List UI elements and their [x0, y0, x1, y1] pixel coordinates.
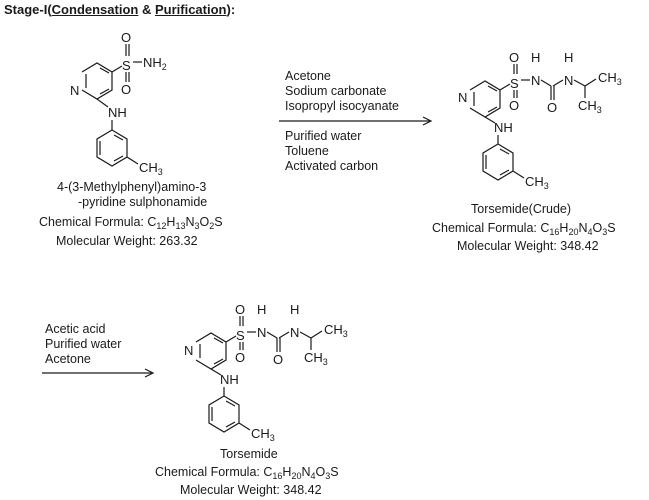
title-condensation: Condensation: [51, 2, 139, 17]
compound-1-sulfur: S: [122, 58, 131, 73]
compound-2-pyridine-n: N: [458, 90, 467, 105]
step-2-reagent-3: Acetone: [45, 352, 91, 366]
step-2-reagent-1: Acetic acid: [45, 322, 105, 336]
compound-3-h2: H: [290, 302, 299, 317]
compound-2-ch3-a: CH3: [598, 70, 622, 87]
compound-3-n1: N: [257, 325, 266, 340]
compound-3-pyridine-n: N: [184, 343, 193, 358]
compound-2-oxygen-carbonyl: O: [547, 100, 557, 115]
title-prefix: Stage-I(: [4, 2, 52, 17]
compound-2-h1: H: [531, 50, 540, 65]
compound-3-ch3-b: CH3: [304, 350, 328, 367]
compound-3-name: Torsemide: [220, 447, 278, 461]
step-1-reagent-2: Sodium carbonate: [285, 84, 387, 98]
compound-2-sulfur: S: [510, 76, 519, 91]
compound-1-name-line2: -pyridine sulphonamide: [78, 195, 207, 209]
step-1-reagent-4: Purified water: [285, 129, 361, 143]
title-purification: Purification: [154, 2, 227, 17]
compound-1-oxygen-bottom: O: [121, 82, 131, 97]
compound-2-molecular-weight: Molecular Weight: 348.42: [457, 239, 599, 253]
step-1-reagent-5: Toluene: [285, 144, 329, 158]
compound-2-oxygen-bottom: O: [509, 98, 519, 113]
step-1-reagent-1: Acetone: [285, 69, 331, 83]
compound-3-n2: N: [290, 325, 299, 340]
compound-1-structure: N S O O NH2 NH CH3: [70, 30, 167, 177]
compound-3-sulfur: S: [236, 328, 245, 343]
compound-3-ch3-aryl: CH3: [251, 426, 275, 443]
compound-1-formula: Chemical Formula: C12H13N3O2S: [39, 215, 223, 231]
compound-2-ch3-aryl: CH3: [525, 174, 549, 191]
compound-1-pyridine-n: N: [70, 83, 79, 98]
title-suffix: ):: [226, 2, 236, 17]
step-1-reagent-3: Isopropyl isocyanate: [285, 99, 399, 113]
compound-2-nh: NH: [494, 120, 513, 135]
compound-2-formula: Chemical Formula: C16H20N4O3S: [432, 221, 616, 237]
compound-3-oxygen-bottom: O: [235, 350, 245, 365]
title-ampersand: &: [138, 2, 155, 17]
compound-3-molecular-weight: Molecular Weight: 348.42: [180, 483, 322, 497]
compound-1-nh: NH: [108, 105, 127, 120]
compound-3-h1: H: [257, 302, 266, 317]
stage-title: Stage-I(Condensation & Purification):: [4, 2, 235, 17]
compound-2-name: Torsemide(Crude): [471, 202, 571, 216]
compound-3-oxygen-carbonyl: O: [273, 352, 283, 367]
compound-3-ch3-a: CH3: [324, 322, 348, 339]
compound-2-ch3-b: CH3: [578, 98, 602, 115]
compound-3-oxygen-top: O: [235, 302, 245, 317]
compound-2-oxygen-top: O: [509, 50, 519, 65]
step-2-reagent-2: Purified water: [45, 337, 121, 351]
compound-1-oxygen-top: O: [121, 30, 131, 45]
compound-2-n1: N: [531, 73, 540, 88]
compound-2-h2: H: [564, 50, 573, 65]
compound-1-name-line1: 4-(3-Methylphenyl)amino-3: [57, 180, 206, 194]
compound-2-structure: N S O O H N O H N CH3 CH3 NH CH3: [458, 50, 622, 191]
compound-3-nh: NH: [220, 372, 239, 387]
step-1-reagent-6: Activated carbon: [285, 159, 378, 173]
compound-3-structure: N S O O H N O H N CH3 CH3 NH CH3: [184, 302, 348, 443]
compound-3-formula: Chemical Formula: C16H20N4O3S: [155, 465, 339, 481]
compound-1-molecular-weight: Molecular Weight: 263.32: [56, 234, 198, 248]
compound-2-n2: N: [564, 73, 573, 88]
compound-1-ch3: CH3: [139, 160, 163, 177]
compound-1-nh2: NH2: [143, 55, 167, 72]
